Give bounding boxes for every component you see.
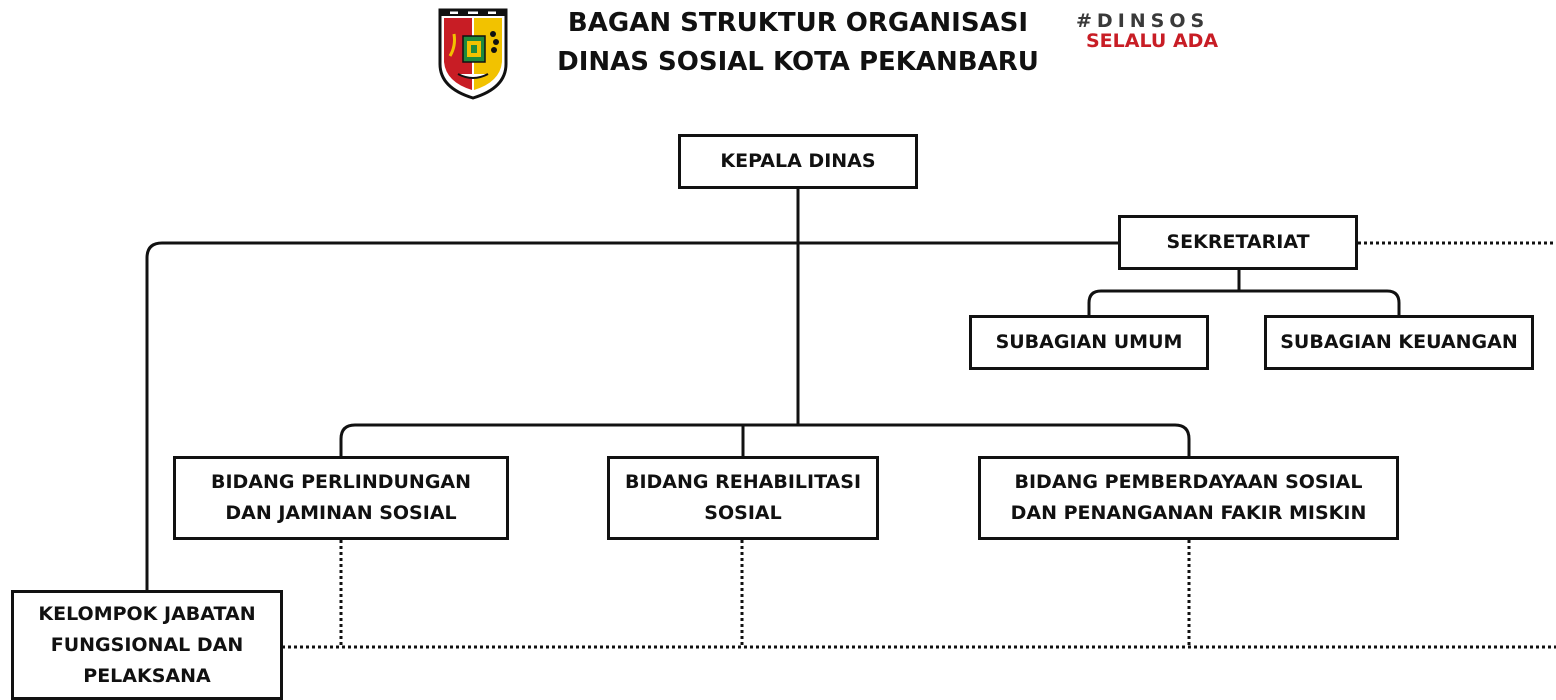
chart-title-line1: BAGAN STRUKTUR ORGANISASI bbox=[567, 8, 1029, 38]
subagian-umum-box: SUBAGIAN UMUM bbox=[969, 315, 1209, 370]
bidang-perlindungan-box: BIDANG PERLINDUNGAN DAN JAMINAN SOSIAL bbox=[173, 456, 509, 540]
subagian-keuangan-box: SUBAGIAN KEUANGAN bbox=[1264, 315, 1534, 370]
sekretariat-box: SEKRETARIAT bbox=[1118, 215, 1358, 270]
kelompok-jabatan-box: KELOMPOK JABATAN FUNGSIONAL DAN PELAKSAN… bbox=[11, 590, 283, 700]
secretariat-to-kelompok-line bbox=[145, 241, 1119, 592]
bidang-pemberdayaan-box: BIDANG PEMBERDAYAAN SOSIAL DAN PENANGANA… bbox=[978, 456, 1399, 540]
bidang-rehabilitasi-box: BIDANG REHABILITASI SOSIAL bbox=[607, 456, 879, 540]
hashtag-line1: #DINSOS bbox=[1076, 10, 1210, 32]
hashtag-line2: SELALU ADA bbox=[1086, 30, 1219, 52]
chart-title-line2: DINAS SOSIAL KOTA PEKANBARU bbox=[557, 47, 1039, 77]
bidang-branch-line bbox=[339, 423, 1191, 458]
kepala-dinas-box: KEPALA DINAS bbox=[678, 134, 918, 189]
subagian-branch-line bbox=[1087, 289, 1401, 316]
dinsos-hashtag-logo: #DINSOS SELALU ADA bbox=[1076, 10, 1226, 54]
pekanbaru-emblem-logo bbox=[438, 8, 508, 100]
